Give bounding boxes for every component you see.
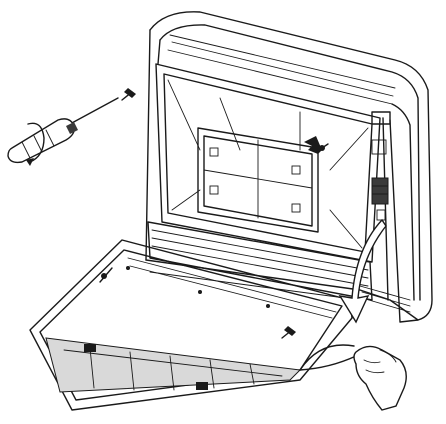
hand-icon xyxy=(299,344,407,411)
screw-hole xyxy=(266,304,270,308)
grid-latch xyxy=(291,203,301,213)
grid-latch xyxy=(209,185,219,195)
grid-latch xyxy=(291,165,301,175)
direction-arrow-icon xyxy=(304,136,322,154)
lower-grille xyxy=(147,221,411,313)
control-panel xyxy=(371,111,391,221)
rotation-arrow-icon xyxy=(26,122,45,166)
terminal-block xyxy=(371,177,389,205)
indicator xyxy=(371,139,387,155)
screw-hole xyxy=(126,266,130,270)
panel-hinge xyxy=(196,382,208,390)
direction-arrow-icon xyxy=(338,218,387,324)
unit-body xyxy=(145,11,433,323)
screw-icon xyxy=(281,326,296,339)
connector xyxy=(376,209,386,221)
grid-latch xyxy=(209,147,219,157)
screwdriver-icon xyxy=(7,97,119,164)
screw-hole xyxy=(198,290,202,294)
front-opening xyxy=(155,63,381,263)
screw-icon xyxy=(121,88,136,101)
panel-hinge xyxy=(84,344,96,352)
display-window xyxy=(371,111,391,125)
screw-hole xyxy=(101,273,107,279)
